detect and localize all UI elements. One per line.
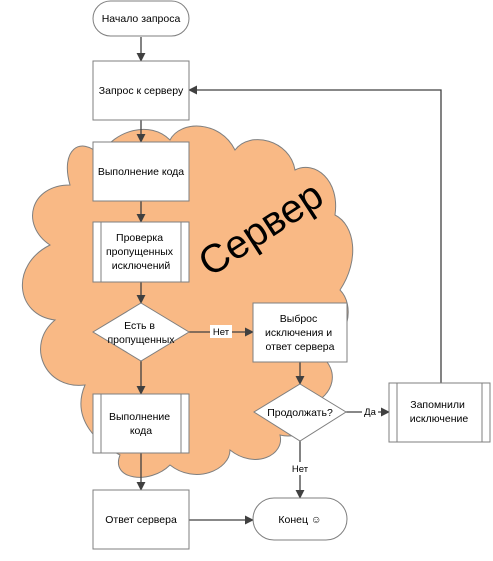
edge-label-bg	[288, 462, 312, 475]
subprocess-shape	[388, 382, 491, 443]
node-label-line: пропущенных	[106, 246, 174, 258]
node-label-line: Выполнение	[109, 411, 170, 423]
node-exec1: Выполнение кода	[92, 141, 190, 202]
node-label-line: исключения и	[265, 327, 332, 339]
process-shape	[92, 60, 190, 121]
edge-label-bg	[210, 325, 232, 338]
edge-label-no: Нет	[292, 464, 309, 475]
terminator-shape	[92, 0, 190, 37]
node-label: Конец ☺	[278, 514, 321, 526]
node-label: Ответ сервера	[105, 514, 177, 526]
node-decision1: Есть в пропущенных	[92, 302, 190, 362]
node-label: Выброс исключения и ответ сервера	[265, 313, 335, 353]
node-label: Проверка пропущенных исключений	[106, 232, 176, 272]
node-exec2: Выполнение кода	[92, 393, 190, 454]
edge-label-no: Нет	[213, 327, 230, 338]
edge-remember-request	[188, 85, 442, 383]
decision-shape	[92, 302, 190, 362]
node-label-line: Есть в	[124, 320, 155, 332]
node-label-line: Проверка	[116, 232, 163, 244]
node-label-line: Запомнили	[410, 399, 465, 411]
process-shape	[92, 141, 190, 202]
node-end: Конец ☺	[252, 497, 348, 541]
node-response: Ответ сервера	[92, 489, 190, 550]
edge-label-yes: Да	[364, 407, 376, 418]
node-label-line: Выброс	[280, 313, 318, 325]
process-shape	[92, 489, 190, 550]
node-remember: Запомнили исключение	[388, 382, 491, 443]
decision-shape	[253, 383, 347, 442]
node-decision2: Продолжать?	[253, 383, 347, 442]
node-check: Проверка пропущенных исключений	[92, 221, 190, 283]
process-shape	[252, 302, 348, 363]
edge-labels: Нет Да Нет	[210, 325, 378, 475]
node-label-line: кода	[130, 425, 152, 437]
node-label: Начало запроса	[102, 13, 181, 25]
terminator-shape	[252, 497, 348, 541]
node-label: Продолжать?	[267, 407, 333, 419]
node-label-line: исключение	[410, 413, 469, 425]
subprocess-shape	[92, 221, 190, 283]
node-label: Запрос к серверу	[99, 85, 184, 97]
cloud-shape	[22, 125, 354, 478]
node-label-line: пропущенных	[107, 334, 175, 346]
node-label-line: ответ сервера	[265, 341, 334, 353]
node-throw: Выброс исключения и ответ сервера	[252, 302, 348, 363]
server-cloud: Сервер	[22, 125, 354, 478]
edge-label-bg	[362, 405, 378, 418]
node-label-line: исключений	[112, 260, 171, 272]
node-request: Запрос к серверу	[92, 60, 190, 121]
node-label: Выполнение кода	[109, 411, 173, 437]
subprocess-shape	[92, 393, 190, 454]
node-label: Есть в пропущенных	[107, 320, 175, 346]
node-start: Начало запроса	[92, 0, 190, 37]
node-label: Выполнение кода	[98, 166, 184, 178]
node-label: Запомнили исключение	[410, 399, 469, 425]
